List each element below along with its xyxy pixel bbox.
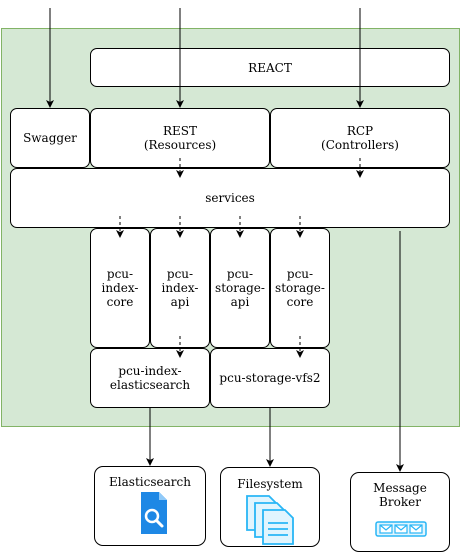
pcu-storage-core-label: pcu- storage- core (275, 267, 325, 309)
pcu-storage-core-box: pcu- storage- core (270, 228, 330, 348)
react-label: REACT (248, 60, 292, 75)
pcu-storage-api-label: pcu- storage- api (215, 267, 265, 309)
elasticsearch-box: Elasticsearch (94, 466, 206, 546)
pcu-index-core-label: pcu- index- core (101, 267, 139, 309)
search-document-icon (141, 492, 167, 534)
filesystem-label: Filesystem (237, 477, 303, 491)
filesystem-box: Filesystem (220, 467, 320, 547)
pcu-index-elasticsearch-box: pcu-index- elasticsearch (90, 348, 210, 408)
pcu-storage-vfs2-box: pcu-storage-vfs2 (210, 348, 330, 408)
elasticsearch-label: Elasticsearch (109, 475, 191, 489)
pcu-index-core-box: pcu- index- core (90, 228, 150, 348)
rest-label: REST (Resources) (143, 124, 217, 152)
swagger-box: Swagger (10, 108, 90, 168)
files-stack-icon (246, 495, 294, 545)
react-box: REACT (90, 48, 450, 87)
rcp-label: RCP (Controllers) (321, 124, 399, 152)
services-label: services (205, 191, 255, 205)
services-box: services (10, 168, 450, 228)
pcu-index-elasticsearch-label: pcu-index- elasticsearch (109, 364, 191, 392)
pcu-index-api-box: pcu- index- api (150, 228, 210, 348)
pcu-index-api-label: pcu- index- api (161, 267, 199, 309)
message-queue-icon (375, 521, 427, 537)
rcp-box: RCP (Controllers) (270, 108, 450, 168)
message-broker-box: Message Broker (350, 472, 450, 552)
pcu-storage-api-box: pcu- storage- api (210, 228, 270, 348)
message-broker-label: Message Broker (373, 481, 427, 509)
swagger-label: Swagger (23, 131, 77, 145)
pcu-storage-vfs2-label: pcu-storage-vfs2 (219, 371, 321, 385)
rest-box: REST (Resources) (90, 108, 270, 168)
